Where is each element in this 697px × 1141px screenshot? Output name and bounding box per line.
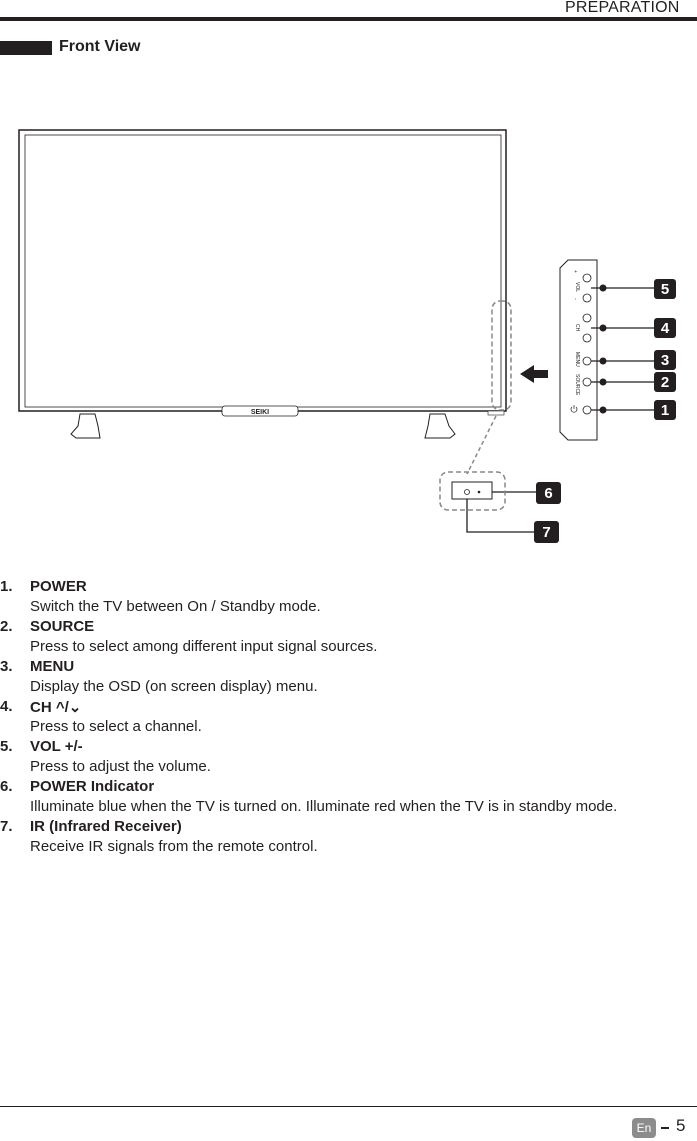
tv-front-view-diagram: SEIKI VOL + - CH MENU SOURCE <box>18 129 676 543</box>
callout-4-text: 4 <box>661 320 670 337</box>
side-button-panel <box>559 259 598 441</box>
power-glyph-icon <box>570 405 578 413</box>
item-description: Press to adjust the volume. <box>30 758 211 775</box>
btn-label-menu: MENU <box>574 352 580 367</box>
language-badge: En <box>632 1118 656 1138</box>
left-stand <box>70 413 101 439</box>
item-description: Display the OSD (on screen display) menu… <box>30 678 318 695</box>
ir-receiver-lens <box>477 490 481 494</box>
list-item: 3. MENU Display the OSD (on screen displ… <box>0 658 697 698</box>
item-title: CH ^/⌄ <box>30 699 82 716</box>
item-title: MENU <box>30 658 75 675</box>
ir-detail-highlight <box>439 471 506 511</box>
ir-detail-window <box>451 481 493 500</box>
item-title: VOL +/- <box>30 738 83 755</box>
btn-label-minus: - <box>572 298 578 300</box>
list-item: 6. POWER Indicator Illuminate blue when … <box>0 778 697 818</box>
item-description: Press to select among different input si… <box>30 638 378 655</box>
page-number: 5 <box>676 1116 686 1135</box>
callout-7-text: 7 <box>542 524 550 541</box>
footer-rule <box>0 1106 697 1107</box>
callout-1: 1 <box>654 400 676 420</box>
item-description: Press to select a channel. <box>30 718 202 735</box>
leader-dots <box>599 284 607 414</box>
page-dash <box>661 1127 669 1129</box>
item-title: IR (Infrared Receiver) <box>30 818 182 835</box>
callout-5-text: 5 <box>661 281 669 298</box>
section-header: PREPARATION <box>565 0 680 16</box>
item-number: 3. <box>0 658 13 675</box>
btn-label-ch: CH <box>574 324 580 332</box>
callout-5: 5 <box>654 279 676 299</box>
list-item: 2. SOURCE Press to select among differen… <box>0 618 697 658</box>
btn-label-vol: VOL <box>574 282 580 292</box>
feature-list: 1. POWER Switch the TV between On / Stan… <box>0 578 697 858</box>
item-description: Switch the TV between On / Standby mode. <box>30 598 321 615</box>
vol-down-button <box>582 293 592 303</box>
arrow-left-icon <box>520 365 548 383</box>
ch-down-button <box>582 333 592 343</box>
vol-up-button <box>582 273 592 283</box>
callout-3: 3 <box>654 350 676 370</box>
callout-4: 4 <box>654 318 676 338</box>
ch-up-button <box>582 313 592 323</box>
callout-3-text: 3 <box>661 352 669 369</box>
callout-6-text: 6 <box>544 485 552 502</box>
button-area-highlight <box>491 300 512 411</box>
item-title: SOURCE <box>30 618 95 635</box>
btn-label-source: SOURCE <box>574 374 580 396</box>
list-item: 4. CH ^/⌄ Press to select a channel. <box>0 698 697 738</box>
callout-1-text: 1 <box>661 402 669 419</box>
ir-window <box>487 410 505 416</box>
btn-label-plus: + <box>572 270 578 273</box>
callout-7: 7 <box>534 521 559 543</box>
list-item: 1. POWER Switch the TV between On / Stan… <box>0 578 697 618</box>
item-number: 2. <box>0 618 13 635</box>
callout-2-text: 2 <box>661 374 669 391</box>
callout-6: 6 <box>536 482 561 504</box>
tv-screen <box>24 134 502 408</box>
item-number: 7. <box>0 818 13 835</box>
item-number: 4. <box>0 698 13 715</box>
callout-2: 2 <box>654 372 676 392</box>
menu-button <box>582 356 592 366</box>
section-title: Front View <box>59 38 141 55</box>
right-stand <box>424 413 456 439</box>
power-indicator-led <box>464 489 470 495</box>
header-rule <box>0 17 697 21</box>
item-number: 6. <box>0 778 13 795</box>
list-item: 7. IR (Infrared Receiver) Receive IR sig… <box>0 818 697 858</box>
logo-plate <box>221 405 299 417</box>
zoom-connector <box>466 415 497 475</box>
item-title: POWER Indicator <box>30 778 155 795</box>
item-number: 1. <box>0 578 13 595</box>
brand-logo: SEIKI <box>251 409 269 416</box>
section-bar <box>0 41 52 55</box>
source-button <box>582 377 592 387</box>
power-button <box>582 405 592 415</box>
item-number: 5. <box>0 738 13 755</box>
item-description: Illuminate blue when the TV is turned on… <box>30 798 618 815</box>
item-description: Receive IR signals from the remote contr… <box>30 838 318 855</box>
item-title: POWER <box>30 578 87 595</box>
list-item: 5. VOL +/- Press to adjust the volume. <box>0 738 697 778</box>
side-buttons <box>582 273 592 415</box>
